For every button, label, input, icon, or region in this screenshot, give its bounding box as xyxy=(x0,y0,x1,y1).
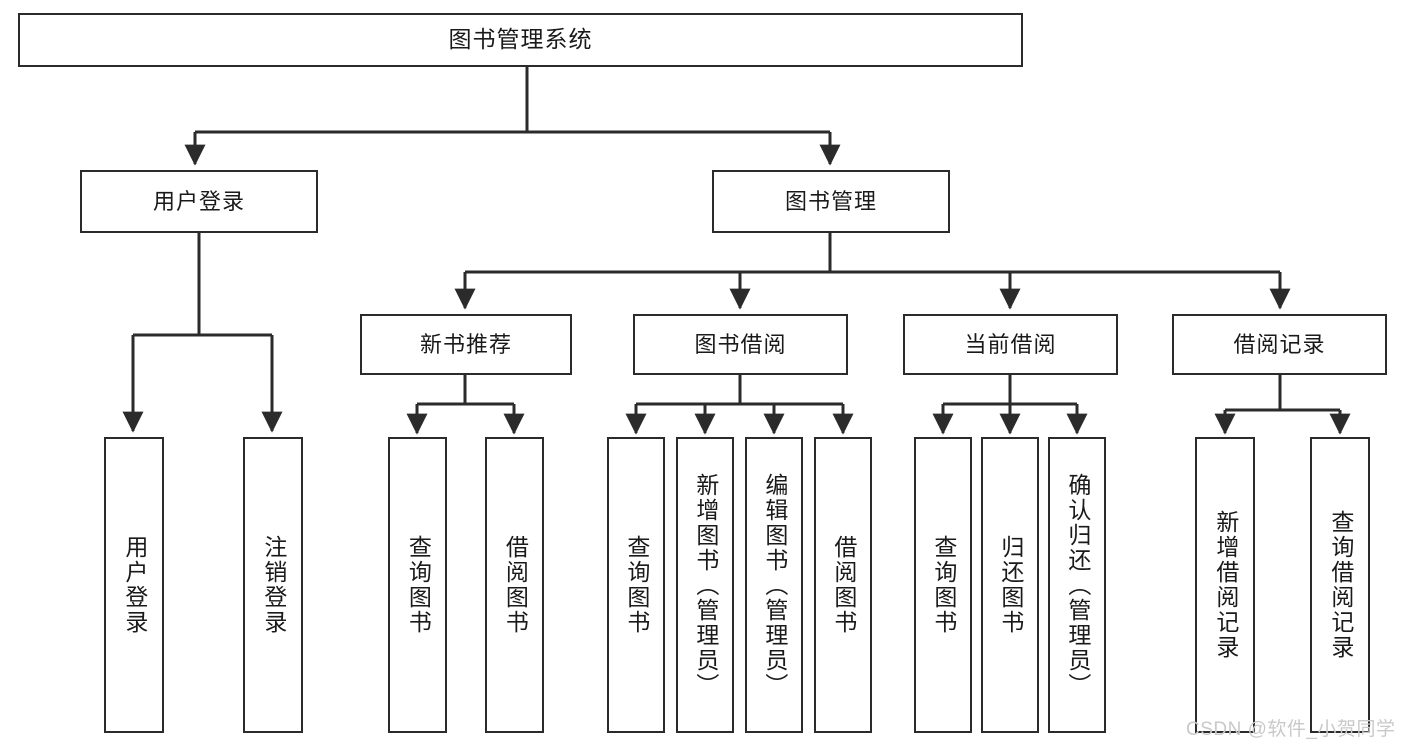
node-borrow-record[interactable]: 借阅记录 xyxy=(1172,314,1387,375)
node-root-system[interactable]: 图书管理系统 xyxy=(18,13,1023,67)
node-label: 注销登录 xyxy=(260,535,287,635)
watermark-text: CSDN @软件_小贺同学 xyxy=(1186,719,1396,740)
node-book-manage[interactable]: 图书管理 xyxy=(712,170,950,233)
node-label: 新增借阅记录 xyxy=(1212,510,1239,660)
node-new-book-recommend[interactable]: 新书推荐 xyxy=(360,314,572,375)
node-label: 借阅记录 xyxy=(1233,331,1326,357)
node-leaf-add-book[interactable]: 新增图书（管理员） xyxy=(676,437,734,733)
node-leaf-confirm-return[interactable]: 确认归还（管理员） xyxy=(1048,437,1106,733)
node-label: 查询借阅记录 xyxy=(1327,510,1354,660)
node-leaf-query-book-3[interactable]: 查询图书 xyxy=(914,437,972,733)
node-user-login[interactable]: 用户登录 xyxy=(80,170,318,233)
node-leaf-edit-book[interactable]: 编辑图书（管理员） xyxy=(745,437,803,733)
node-label: 借阅图书 xyxy=(830,535,857,635)
node-label: 用户登录 xyxy=(152,188,245,214)
node-label: 图书管理 xyxy=(784,188,877,214)
node-leaf-query-book-1[interactable]: 查询图书 xyxy=(388,437,447,733)
node-label: 新增图书（管理员） xyxy=(692,472,719,698)
node-leaf-logout-login[interactable]: 注销登录 xyxy=(243,437,303,733)
node-leaf-user-login[interactable]: 用户登录 xyxy=(104,437,164,733)
node-label: 新书推荐 xyxy=(419,331,512,357)
node-label: 归还图书 xyxy=(997,535,1024,635)
node-label: 查询图书 xyxy=(930,535,957,635)
node-label: 确认归还（管理员） xyxy=(1064,472,1091,698)
node-leaf-return-book[interactable]: 归还图书 xyxy=(981,437,1039,733)
node-label: 图书借阅 xyxy=(694,331,787,357)
node-current-borrow[interactable]: 当前借阅 xyxy=(903,314,1118,375)
node-label: 编辑图书（管理员） xyxy=(761,472,788,698)
node-label: 借阅图书 xyxy=(502,535,529,635)
node-leaf-borrow-book-1[interactable]: 借阅图书 xyxy=(485,437,544,733)
node-label: 当前借阅 xyxy=(964,331,1057,357)
node-label: 查询图书 xyxy=(623,535,650,635)
node-leaf-borrow-book-2[interactable]: 借阅图书 xyxy=(814,437,872,733)
node-leaf-query-record[interactable]: 查询借阅记录 xyxy=(1310,437,1370,733)
node-label: 用户登录 xyxy=(121,535,148,635)
node-leaf-query-book-2[interactable]: 查询图书 xyxy=(607,437,665,733)
node-label: 查询图书 xyxy=(405,535,432,635)
node-leaf-add-record[interactable]: 新增借阅记录 xyxy=(1195,437,1255,733)
node-label: 图书管理系统 xyxy=(448,26,593,53)
node-book-borrow[interactable]: 图书借阅 xyxy=(633,314,848,375)
